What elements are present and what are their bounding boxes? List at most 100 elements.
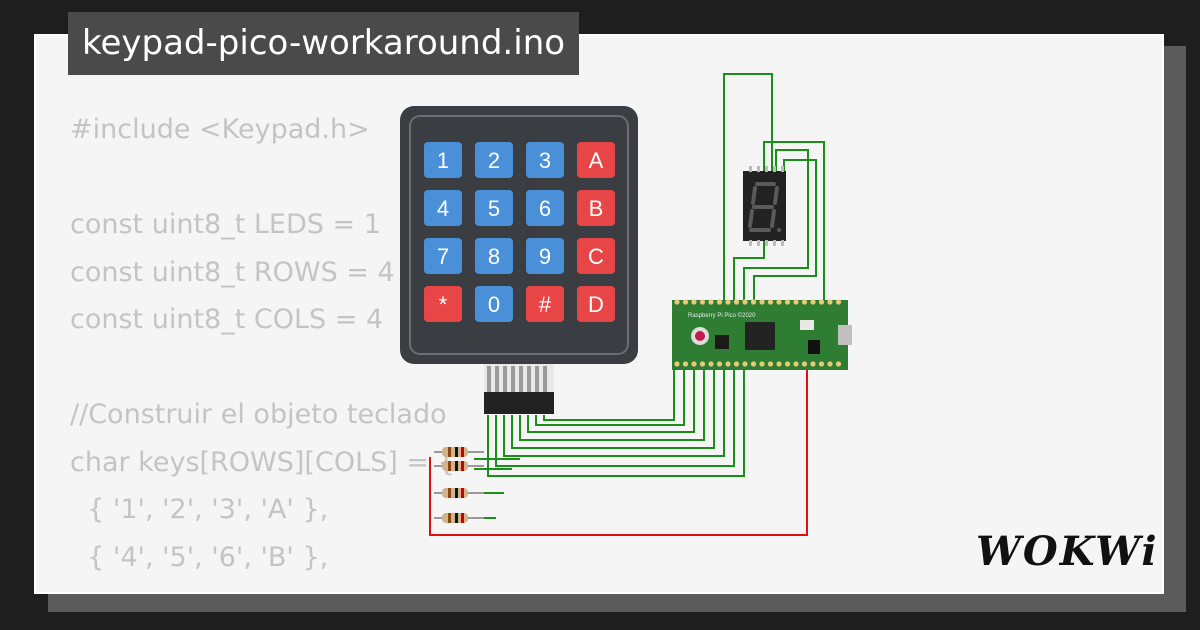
pico-pin bbox=[750, 361, 757, 367]
keypad-key-label: 7 bbox=[437, 244, 449, 269]
code-line: const uint8_t ROWS = 4 bbox=[70, 256, 395, 288]
wire bbox=[511, 368, 715, 449]
keypad-key-A[interactable]: A bbox=[577, 142, 615, 178]
code-line: { '4', '5', '6', 'B' }, bbox=[70, 541, 329, 573]
keypad-key-7[interactable]: 7 bbox=[424, 238, 462, 274]
keypad-key-label: 1 bbox=[437, 148, 449, 173]
project-title: keypad-pico-workaround.ino bbox=[68, 12, 580, 75]
code-line: //Construir el objeto teclado bbox=[70, 399, 447, 430]
pico-pin bbox=[674, 299, 680, 305]
resistor bbox=[434, 513, 484, 523]
keypad-key-1[interactable]: 1 bbox=[424, 142, 462, 178]
pico-pin bbox=[733, 361, 740, 367]
pico-pin bbox=[776, 299, 782, 305]
keypad-key-8[interactable]: 8 bbox=[475, 238, 513, 274]
pico-pin bbox=[835, 299, 842, 305]
keypad-key-C[interactable]: C bbox=[577, 238, 615, 274]
wokwi-logo: WOKWi bbox=[976, 528, 1159, 575]
code-preview: #include <Keypad.h> const uint8_t LEDS = … bbox=[70, 106, 455, 592]
wire bbox=[527, 368, 695, 433]
keypad-key-label: 8 bbox=[488, 244, 500, 269]
keypad-key-label: 3 bbox=[539, 148, 551, 173]
code-line: #include <Keypad.h> bbox=[70, 114, 370, 145]
pico-pin bbox=[750, 299, 757, 305]
pico-pin bbox=[682, 361, 689, 367]
pico-pin bbox=[784, 361, 791, 367]
wire bbox=[487, 368, 745, 477]
connector-pin bbox=[519, 366, 523, 392]
keypad-key-label: # bbox=[539, 292, 552, 317]
pico-pin bbox=[784, 299, 791, 305]
keypad-key-label: 6 bbox=[539, 196, 551, 221]
keypad-key-B[interactable]: B bbox=[577, 190, 615, 226]
keypad-connector bbox=[484, 363, 554, 414]
code-line: { '1', '2', '3', 'A' }, bbox=[70, 494, 329, 525]
keypad: 1 2 3 A 4 5 6 B 7 8 9 C * 0 # D bbox=[400, 106, 638, 364]
code-line: { '7', '8', '9', 'C' }, bbox=[70, 581, 455, 592]
keypad-key-label: 2 bbox=[488, 148, 500, 173]
pico-pin bbox=[716, 361, 723, 367]
pico-pin bbox=[810, 361, 816, 367]
code-line: const uint8_t COLS = 4 bbox=[70, 304, 384, 335]
pico-pin bbox=[733, 299, 740, 305]
keypad-key-label: C bbox=[588, 244, 604, 269]
pico-pin bbox=[691, 299, 697, 305]
pico-pin bbox=[691, 361, 697, 367]
keypad-key-3[interactable]: 3 bbox=[526, 142, 564, 178]
pico-pin bbox=[818, 361, 825, 367]
connector-pin bbox=[543, 366, 547, 392]
resistors bbox=[434, 447, 484, 523]
pico-pin bbox=[827, 361, 833, 367]
wire bbox=[543, 368, 675, 421]
pico-pin bbox=[742, 299, 748, 305]
wire bbox=[503, 368, 725, 457]
connector-pin bbox=[527, 366, 531, 392]
pico-pin bbox=[767, 361, 774, 367]
wire bbox=[519, 368, 705, 441]
wire-red bbox=[429, 368, 808, 536]
keypad-key-4[interactable]: 4 bbox=[424, 190, 462, 226]
keypad-key-5[interactable]: 5 bbox=[475, 190, 513, 226]
pico-pin bbox=[793, 361, 799, 367]
wire bbox=[743, 149, 809, 300]
keypad-key-label: 0 bbox=[488, 292, 500, 317]
pico-pin bbox=[699, 361, 706, 367]
pico-pin bbox=[776, 361, 782, 367]
connector-pin bbox=[503, 366, 507, 392]
connector-pin bbox=[511, 366, 515, 392]
wire bbox=[753, 159, 817, 300]
pico-pin bbox=[716, 299, 723, 305]
keypad-key-9[interactable]: 9 bbox=[526, 238, 564, 274]
pico-pin bbox=[708, 299, 714, 305]
pico-pin bbox=[810, 299, 816, 305]
pico-pin bbox=[827, 299, 833, 305]
keypad-key-label: 9 bbox=[539, 244, 551, 269]
keypad-key-0[interactable]: 0 bbox=[475, 286, 513, 322]
keypad-key-6[interactable]: 6 bbox=[526, 190, 564, 226]
pico-pin bbox=[674, 361, 680, 367]
connector-pin bbox=[495, 366, 499, 392]
keypad-key-label: D bbox=[588, 292, 604, 317]
pico-pin bbox=[818, 299, 825, 305]
pico-pin bbox=[742, 361, 748, 367]
raspberry-pi-pico: Raspberry Pi Pico ©2020 bbox=[672, 299, 852, 370]
pico-pin bbox=[725, 361, 731, 367]
pico-pin bbox=[767, 299, 774, 305]
wire bbox=[723, 73, 773, 300]
keypad-key-*[interactable]: * bbox=[424, 286, 462, 322]
resistor bbox=[434, 461, 484, 471]
pico-pin bbox=[801, 361, 808, 367]
code-line: const uint8_t LEDS = 1 bbox=[70, 209, 381, 240]
keypad-key-label: 4 bbox=[437, 196, 449, 221]
keypad-key-2[interactable]: 2 bbox=[475, 142, 513, 178]
seven-segment-display bbox=[743, 166, 786, 246]
resistor bbox=[434, 447, 484, 457]
keypad-key-D[interactable]: D bbox=[577, 286, 615, 322]
wire bbox=[495, 368, 735, 467]
pico-pin bbox=[682, 299, 689, 305]
keypad-key-label: A bbox=[589, 148, 604, 173]
keypad-key-label: B bbox=[589, 196, 604, 221]
pico-pin bbox=[793, 299, 799, 305]
keypad-key-#[interactable]: # bbox=[526, 286, 564, 322]
